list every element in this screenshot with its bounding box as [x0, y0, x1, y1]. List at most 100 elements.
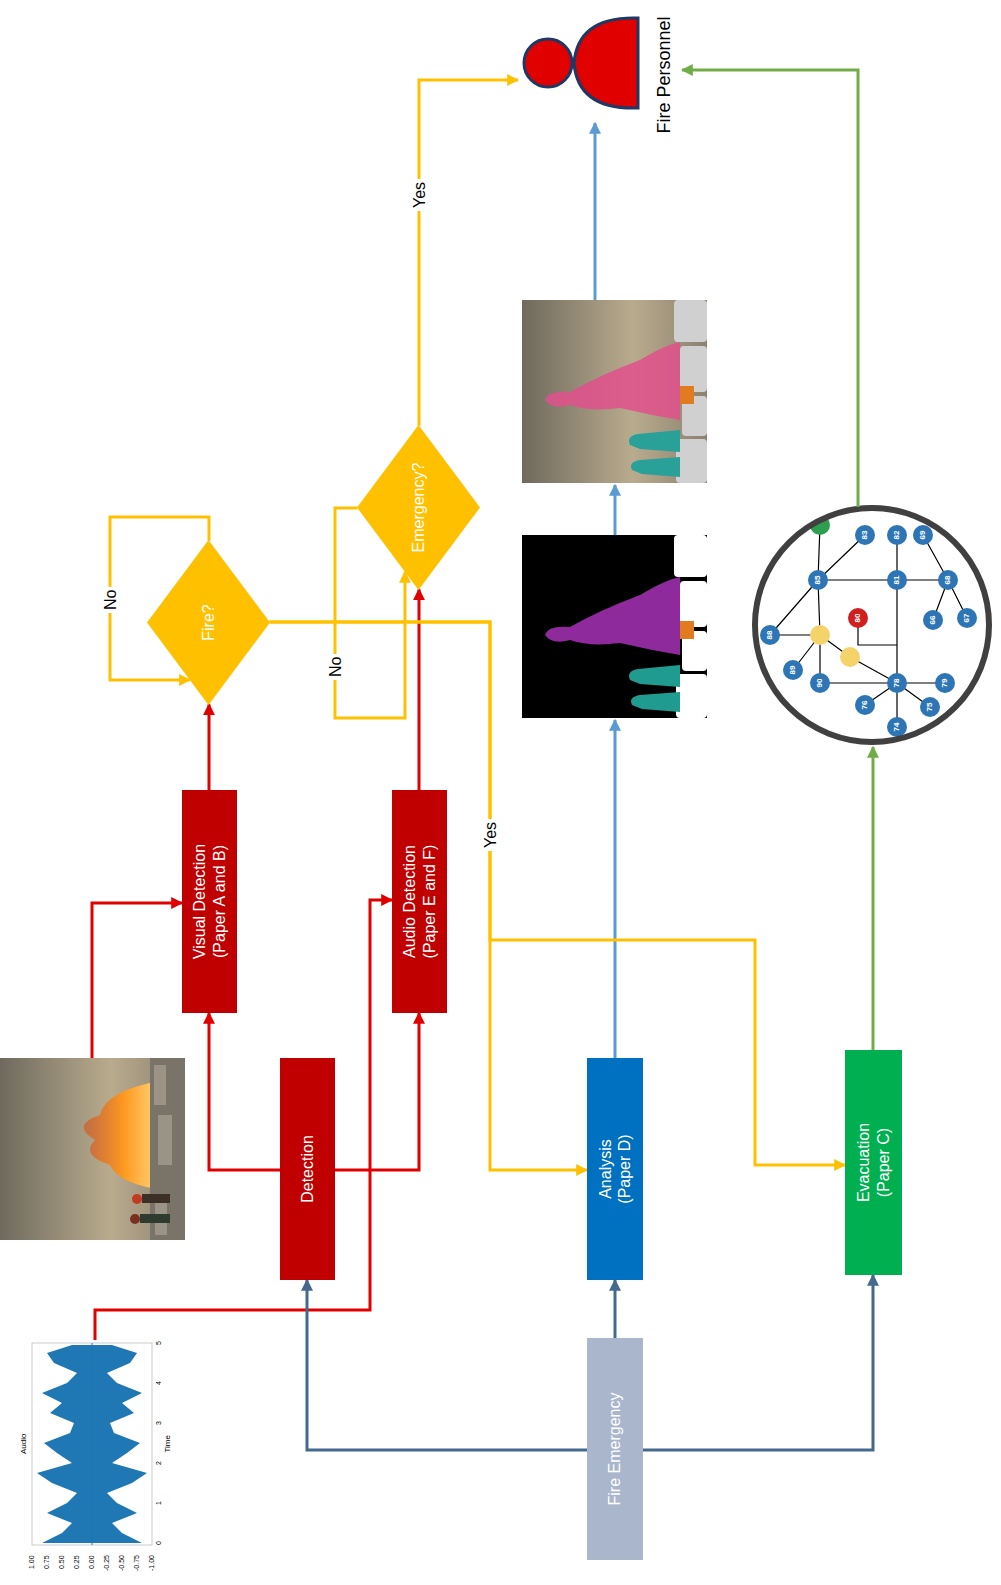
person-head — [524, 39, 572, 87]
graph-vertex — [887, 673, 907, 693]
graph-vertex — [913, 525, 933, 545]
graph-vertex-number: 79 — [941, 679, 950, 688]
tick-label-text: 3 — [155, 1421, 162, 1425]
graph-vertex — [855, 525, 875, 545]
node-text: Detection — [298, 1135, 317, 1203]
tick-label: 0.25 — [73, 1555, 81, 1569]
graph-vertex-number: 83 — [861, 531, 870, 540]
tick-label-text: 0.00 — [88, 1555, 95, 1569]
graph-vertex-number-text: 68 — [943, 576, 952, 585]
stone-wall — [150, 1058, 185, 1240]
node-label: Emergency? — [409, 463, 428, 553]
tick-label-text: 0.50 — [58, 1555, 65, 1569]
tick-label-text: -0.75 — [133, 1555, 140, 1571]
tick-label: 0.00 — [88, 1555, 96, 1569]
axis-title: Time — [164, 1435, 173, 1452]
edge-label: Yes — [481, 819, 500, 851]
actor-node: Fire Personnel — [518, 5, 676, 145]
node-label: Evacuation (Paper C) — [854, 1108, 892, 1218]
analysis-line — [594, 123, 597, 300]
segmentation-overlay — [522, 300, 707, 483]
tick-label-text: 1.00 — [28, 1555, 35, 1569]
tick-label: -0.75 — [133, 1555, 141, 1571]
graph-vertices — [760, 515, 977, 737]
node-label: Detection — [298, 1135, 317, 1203]
overlay-person — [629, 430, 680, 452]
connector — [614, 1280, 617, 1338]
graph-magnifier-ring — [755, 508, 989, 742]
waveform-axis — [92, 1343, 93, 1545]
graph-vertex-number: 89 — [789, 666, 798, 675]
tick-label-text: 4 — [155, 1381, 162, 1385]
tick-label-text: 0 — [155, 1541, 162, 1545]
graph-vertex-number-text: 89 — [788, 666, 797, 675]
graph-links — [770, 525, 967, 727]
video-input-line — [92, 903, 182, 1058]
mask-person — [631, 692, 680, 712]
process-box: Analysis (Paper D) — [587, 1058, 643, 1280]
edge-label-text: Yes — [411, 182, 428, 208]
node-text: Fire Personnel — [654, 16, 676, 133]
audio-waveform — [32, 1343, 152, 1545]
tick-label: -1.00 — [148, 1555, 156, 1571]
connector — [208, 704, 211, 790]
graph-vertex-number: 81 — [893, 576, 902, 585]
stone — [158, 1115, 172, 1165]
analysis-line — [614, 720, 617, 1058]
person-icon — [524, 18, 638, 108]
connector — [418, 589, 421, 790]
graph-vertex-number-text: 82 — [892, 531, 901, 540]
graph-vertex-number-text: 85 — [813, 576, 822, 585]
graph-vertex-number: 90 — [816, 679, 825, 688]
connector — [270, 622, 845, 1165]
graph-vertex — [848, 608, 868, 628]
graph-vertex — [783, 660, 803, 680]
graph-vertex — [935, 673, 955, 693]
node-label: Fire? — [199, 604, 218, 640]
person-figure — [130, 1214, 140, 1224]
person-body — [574, 18, 638, 108]
tick-label: 0.75 — [43, 1555, 51, 1569]
overlay-person — [631, 457, 680, 477]
graph-vertex — [887, 525, 907, 545]
graph-vertex — [957, 608, 977, 628]
graph-vertex-number: 80 — [854, 614, 863, 623]
person-figure — [132, 1194, 142, 1204]
tick-label-text: 2 — [155, 1461, 162, 1465]
input-box: Fire Emergency — [587, 1338, 643, 1560]
graph-vertex-number-text: 69 — [918, 531, 927, 540]
tick-label-text: -1.00 — [148, 1555, 155, 1571]
graph-vertex — [810, 625, 830, 645]
overlay-region — [674, 300, 707, 342]
node-label: Visual Detection (Paper A and B) — [190, 827, 228, 977]
graph-vertex-number-text: 74 — [892, 723, 901, 732]
graph-vertex — [840, 647, 860, 667]
node-text: Visual Detection (Paper A and B) — [190, 827, 228, 977]
connector — [335, 1013, 419, 1170]
tick-label: -0.50 — [118, 1555, 126, 1571]
graph-vertex-number: 66 — [929, 616, 938, 625]
axis-title-text: Audio — [19, 1434, 28, 1454]
tick-label-text: 5 — [155, 1341, 162, 1345]
connector — [307, 1280, 587, 1450]
graph-vertex-number: 74 — [893, 723, 902, 732]
graph-vertex-number-text: 75 — [925, 703, 934, 712]
tick-label-text: 1 — [155, 1501, 162, 1505]
diamond-shape — [357, 425, 480, 590]
process-box: Detection — [280, 1058, 335, 1280]
graph-vertex — [887, 570, 907, 590]
tick-label-text: -0.25 — [103, 1555, 110, 1571]
tick-label: -0.25 — [103, 1555, 111, 1571]
node-text: Fire Emergency — [605, 1393, 624, 1506]
graph-vertex-number-text: 88 — [765, 631, 774, 640]
graph-vertex — [923, 610, 943, 630]
node-text: Audio Detection (Paper E and F) — [400, 827, 438, 977]
connector — [209, 1013, 280, 1170]
overlay-person — [545, 342, 680, 420]
graph-vertex-number: 68 — [944, 576, 953, 585]
tick-label: 1.00 — [28, 1555, 36, 1569]
analysis-line — [614, 485, 617, 535]
graph-vertex-number: 85 — [814, 576, 823, 585]
tick-label-text: -0.50 — [118, 1555, 125, 1571]
